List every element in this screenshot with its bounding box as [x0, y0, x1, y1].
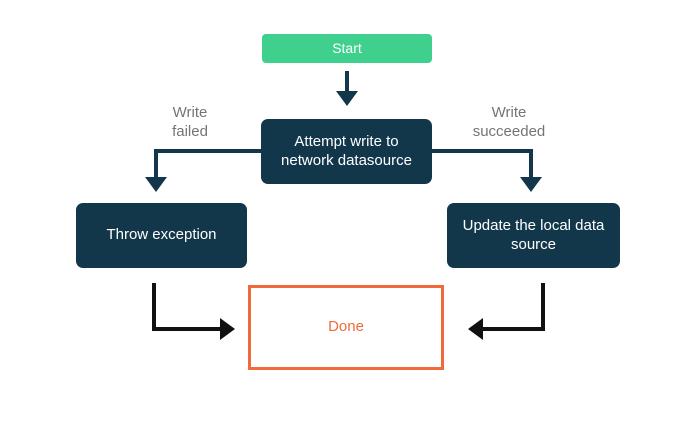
throw-to-done-arrowhead-icon	[220, 318, 235, 340]
write-failed-label: Write failed	[172, 104, 208, 140]
write-succeeded-label: Write succeeded	[472, 104, 546, 140]
start-to-attempt-arrow-line	[345, 71, 349, 92]
update-local-data-node: Update the local data source	[447, 203, 620, 268]
update-to-done-arrowhead-icon	[468, 318, 483, 340]
throw-exception-node: Throw exception	[76, 203, 247, 268]
throw-to-done-arrow-line-vertical	[152, 283, 156, 331]
done-node: Done	[248, 285, 444, 370]
start-to-attempt-arrowhead-icon	[336, 91, 358, 106]
attempt-to-throw-arrow-line-vertical	[154, 149, 158, 178]
attempt-to-throw-arrow-line-horizontal	[154, 149, 261, 153]
throw-to-done-arrow-line-horizontal	[152, 327, 220, 331]
update-to-done-arrow-line-vertical	[541, 283, 545, 331]
attempt-write-node: Attempt write to network datasource	[261, 119, 432, 184]
start-node: Start	[262, 34, 432, 63]
attempt-to-throw-arrowhead-icon	[145, 177, 167, 192]
attempt-to-update-arrow-line-vertical	[529, 149, 533, 178]
attempt-to-update-arrowhead-icon	[520, 177, 542, 192]
attempt-to-update-arrow-line-horizontal	[432, 149, 533, 153]
update-to-done-arrow-line-horizontal	[483, 327, 545, 331]
